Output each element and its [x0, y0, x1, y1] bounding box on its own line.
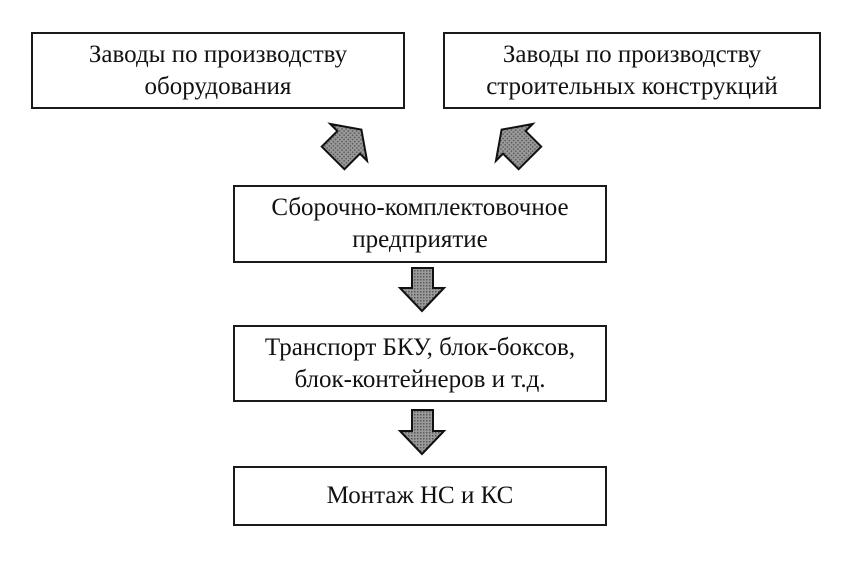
node-transport: Транспорт БКУ, блок-боксов, блок-контейн…	[233, 325, 607, 402]
arrow-assembly-to-transport-icon	[397, 267, 447, 313]
node-equipment-plants: Заводы по производству оборудования	[31, 32, 405, 109]
node-construction-plants: Заводы по производству строительных конс…	[443, 32, 821, 109]
node-assembly-enterprise-label: Сборочно-комплектовочное предприятие	[271, 194, 569, 253]
node-construction-plants-label: Заводы по производству строительных конс…	[486, 40, 778, 100]
node-assembly-enterprise: Сборочно-комплектовочное предприятие	[233, 185, 607, 263]
node-transport-label: Транспорт БКУ, блок-боксов, блок-контейн…	[264, 333, 576, 393]
node-installation: Монтаж НС и КС	[233, 466, 607, 526]
arrow-equipment-to-assembly-icon	[320, 122, 369, 171]
node-equipment-plants-label: Заводы по производству оборудования	[88, 40, 348, 100]
arrow-transport-to-installation-icon	[397, 409, 447, 456]
node-installation-label: Монтаж НС и КС	[326, 482, 514, 509]
arrow-construction-to-assembly-icon	[494, 122, 543, 171]
